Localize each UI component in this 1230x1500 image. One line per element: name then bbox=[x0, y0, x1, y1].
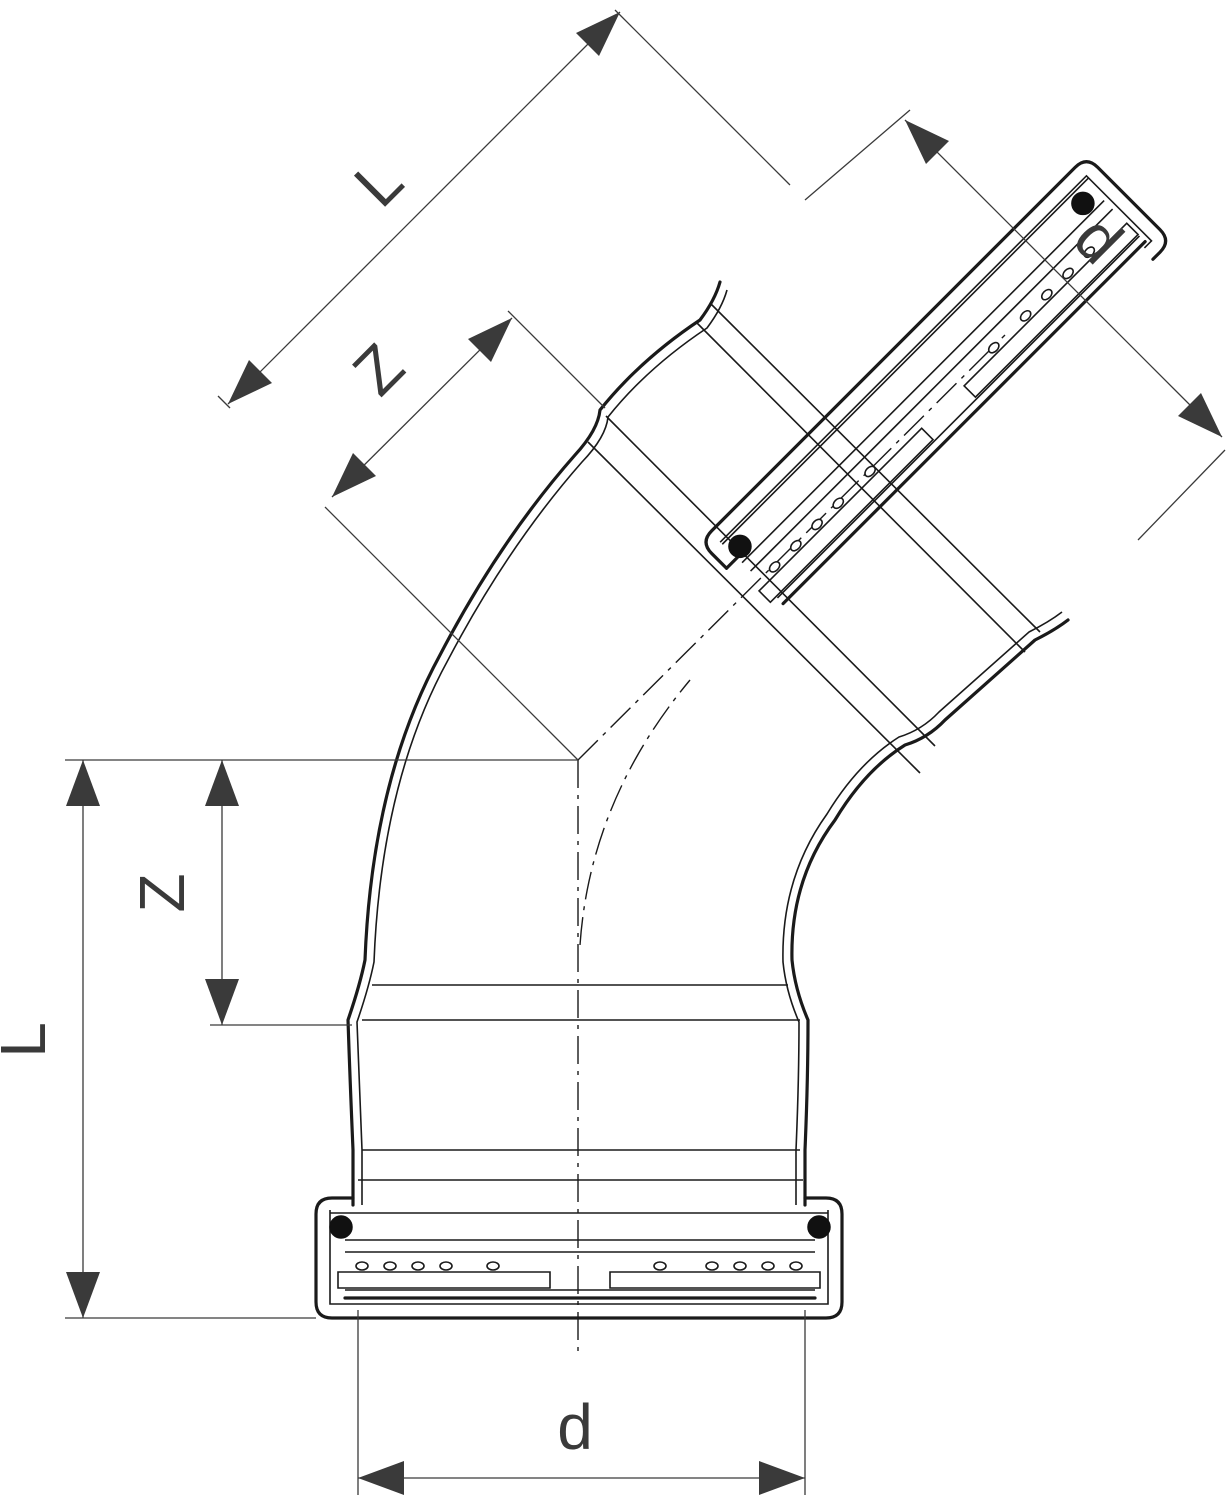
oring-bottom-left bbox=[329, 1215, 353, 1239]
bottom-socket bbox=[314, 1196, 844, 1320]
dimension-lines bbox=[65, 9, 1226, 1495]
oring-top-left bbox=[728, 534, 752, 559]
label-left-Z: Z bbox=[126, 873, 198, 912]
elbow-body bbox=[346, 280, 1070, 1207]
oring-bottom-right bbox=[807, 1215, 831, 1239]
dimension-labels: L Z d L Z d bbox=[0, 144, 1137, 1463]
label-top-Z: Z bbox=[339, 330, 418, 409]
label-top-d: d bbox=[1061, 201, 1137, 277]
top-socket bbox=[704, 160, 1168, 606]
label-bottom-d: d bbox=[557, 1391, 593, 1463]
oring-top-right bbox=[1071, 191, 1095, 216]
center-lines bbox=[577, 334, 1006, 1355]
label-top-L: L bbox=[340, 144, 416, 220]
label-left-L: L bbox=[0, 1022, 59, 1058]
